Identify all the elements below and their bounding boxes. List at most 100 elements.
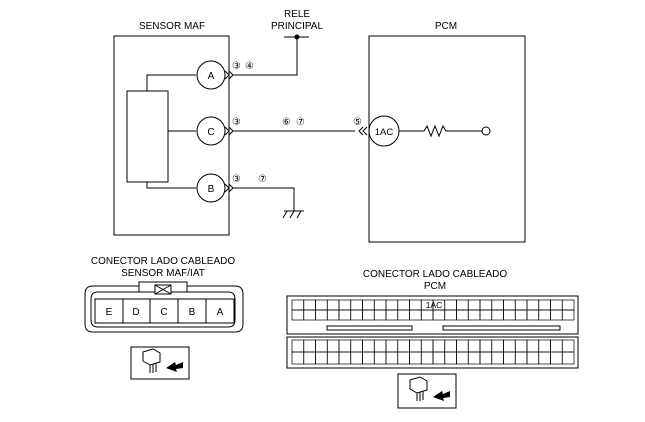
pcm-pin-cell [479, 309, 493, 321]
pcm-pin-cell [561, 351, 575, 365]
pcm-pin-cell [550, 309, 563, 321]
sensor-box [113, 35, 230, 236]
pcm-pin-cell [526, 351, 540, 365]
pcm-pin-cell [538, 299, 551, 311]
pcm-pin-cell [550, 339, 563, 353]
pcm-pin-cell [526, 339, 540, 353]
wire-b-code: ⑦ [258, 174, 267, 185]
pcm-pin-cell [514, 351, 528, 365]
pcm-pin-cell [409, 309, 422, 321]
ground-symbol-icon [282, 210, 304, 219]
left-connector [84, 281, 244, 333]
pcm-pin-cell [479, 339, 493, 353]
pcm-pin-cell [291, 309, 305, 321]
pcm-connector-lower [286, 336, 579, 369]
pcm-pin-cell [397, 351, 410, 365]
pcm-pin-cell [350, 351, 363, 365]
left-pin-a: A [217, 307, 224, 318]
pcm-pin-cell [456, 299, 469, 311]
pcm-pin-cell [373, 309, 387, 321]
pcm-pin-cell [467, 299, 481, 311]
pcm-pin-cell [432, 351, 446, 365]
pcm-pin-cell [491, 309, 504, 321]
wire-b [233, 187, 295, 211]
code-a-1: ③ [232, 61, 241, 72]
pcm-pin-cell [420, 339, 434, 353]
pcm-connector-chevrons [358, 126, 368, 136]
left-conn-title2: SENSOR MAF/IAT [121, 268, 205, 279]
pcm-pin-cell [444, 299, 457, 311]
pcm-pin-cell [467, 351, 481, 365]
code-c-1: ③ [232, 117, 241, 128]
pcm-pin-cell [362, 351, 375, 365]
pcm-pin-cell [350, 339, 363, 353]
pcm-pin-cell [338, 299, 352, 311]
pcm-pin-cell [467, 309, 481, 321]
pcm-pin-cell [409, 299, 422, 311]
wire-c-code-1: ⑥ [282, 117, 291, 128]
pcm-pin-cell [397, 299, 410, 311]
right-conn-title2: PCM [424, 281, 446, 292]
pcm-highlight-pin: 1AC [426, 300, 443, 310]
pcm-pin-cell [291, 299, 305, 311]
left-pin-e: E [106, 307, 113, 318]
sensor-element [126, 90, 169, 183]
sensor-pin-c-label: C [207, 127, 214, 138]
connector-plug-icon [397, 373, 457, 409]
pcm-pin-cell [491, 299, 504, 311]
pcm-code: ⑤ [353, 117, 362, 128]
pcm-pin-cell [526, 299, 540, 311]
pcm-pin-cell [514, 299, 528, 311]
code-a-2: ④ [245, 61, 254, 72]
pcm-pin-cell [362, 299, 375, 311]
sensor-internal-wire-a [146, 74, 196, 91]
pcm-pin-cell [538, 309, 551, 321]
pcm-pin-cell [385, 339, 399, 353]
connector-plug-icon [130, 346, 190, 380]
pcm-pin-cell [303, 339, 316, 353]
sensor-pin-c [196, 116, 226, 146]
pcm-pin-cell [373, 299, 387, 311]
sensor-internal-wire-b [146, 182, 196, 189]
pcm-pin-cell [467, 339, 481, 353]
pcm-title: PCM [435, 21, 457, 32]
pcm-pin-cell [373, 351, 387, 365]
relay-line1: RELE [284, 9, 310, 20]
sensor-pin-b [196, 173, 226, 203]
pcm-pin-cell [514, 309, 528, 321]
pcm-pin-cell [538, 339, 551, 353]
pcm-pin-cell [397, 339, 410, 353]
wire-a [233, 37, 298, 76]
pcm-pin-cell [444, 339, 457, 353]
pcm-pin-cell [409, 339, 422, 353]
pcm-box [368, 35, 526, 243]
pcm-pin-cell [350, 309, 363, 321]
pcm-pin-cell [291, 351, 305, 365]
pcm-pin-cell [561, 339, 575, 353]
pcm-pin-cell [432, 309, 446, 321]
pcm-pin-cell [315, 351, 328, 365]
pcm-pin-cell [303, 309, 316, 321]
pcm-pin-cell [326, 299, 340, 311]
pcm-pin-cell [326, 351, 340, 365]
pcm-pin-cell [561, 309, 575, 321]
pcm-pin-cell [432, 339, 446, 353]
pcm-pin-cell [409, 351, 422, 365]
pcm-pin-cell [456, 309, 469, 321]
pcm-pin-cell [338, 351, 352, 365]
pcm-pin-cell [479, 351, 493, 365]
pcm-key-left [326, 325, 413, 331]
left-pin-c: C [160, 307, 167, 318]
pcm-upper-grid [291, 299, 575, 321]
pcm-pin-cell [350, 299, 363, 311]
right-conn-title1: CONECTOR LADO CABLEADO [363, 269, 508, 280]
pcm-pin-cell [444, 351, 457, 365]
pcm-pin-cell [503, 299, 516, 311]
left-pin-d: D [132, 307, 139, 318]
pcm-pin-cell [550, 351, 563, 365]
pcm-key-right [442, 325, 561, 331]
pcm-pin-cell [479, 299, 493, 311]
sensor-pin-a [196, 60, 226, 90]
